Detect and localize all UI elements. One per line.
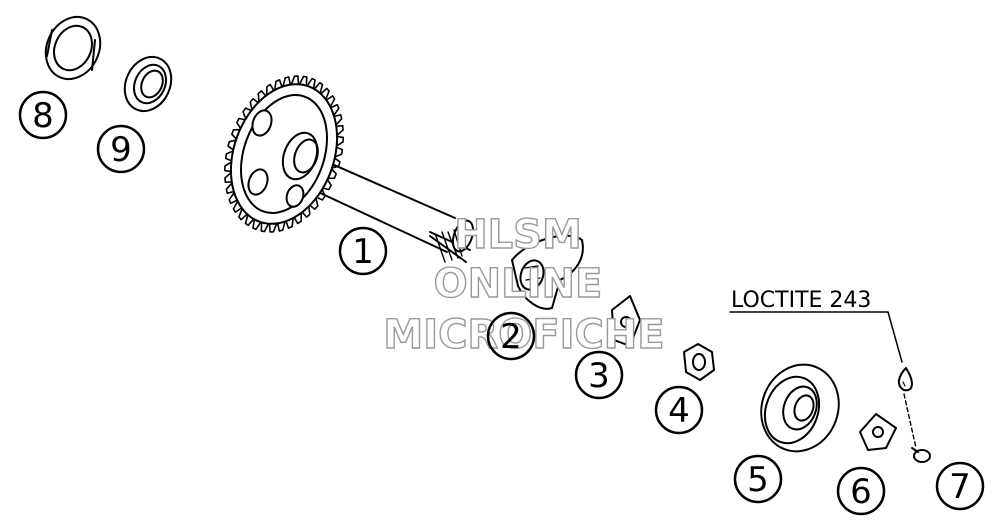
gear-tooth xyxy=(315,188,326,201)
gear-tooth xyxy=(290,75,300,86)
gear-tooth xyxy=(252,218,262,231)
gear-tooth xyxy=(298,75,308,87)
gear-tooth xyxy=(327,168,337,180)
part-callouts: 1 2 3 4 5 6 7 8 xyxy=(18,90,985,516)
part-callout-2: 2 xyxy=(486,311,536,361)
gear-tooth xyxy=(227,139,237,151)
gear-tooth xyxy=(320,87,330,101)
watermark-line3: MICROFICHE xyxy=(383,312,664,358)
gear-tooth xyxy=(225,182,235,195)
callout-leader xyxy=(729,311,903,363)
hex-nut-drawing xyxy=(683,343,715,381)
part-number-4: 4 xyxy=(668,391,690,431)
screw-drawing xyxy=(903,393,931,463)
part-number-5: 5 xyxy=(747,460,769,500)
watermark-line1: HLSM xyxy=(454,212,582,258)
part-callout-8: 8 xyxy=(18,90,68,140)
shaft-seal-ring-drawing xyxy=(123,55,173,113)
gear-tooth xyxy=(242,107,253,120)
balancer-shaft-drawing xyxy=(223,75,475,263)
gear-tooth xyxy=(334,146,344,158)
gear-tooth xyxy=(276,220,286,232)
part-callout-7: 7 xyxy=(935,461,985,511)
gear-tooth xyxy=(335,124,344,137)
gear-tooth xyxy=(228,191,238,205)
lock-washer-drawing xyxy=(611,295,641,347)
part-callout-4: 4 xyxy=(654,385,704,435)
watermark-line2: ONLINE xyxy=(434,261,603,307)
part-callout-1: 1 xyxy=(338,226,388,276)
retaining-plate-drawing xyxy=(859,413,897,451)
part-callout-3: 3 xyxy=(574,350,624,400)
gear-tooth xyxy=(236,117,246,130)
watermark: HLSM ONLINE MICROFICHE xyxy=(383,211,666,358)
loctite-drop-drawing xyxy=(898,367,913,392)
gear-tooth xyxy=(309,197,319,211)
balancer-weight-drawing xyxy=(511,234,584,310)
part-number-9: 9 xyxy=(110,130,132,170)
part-callout-9: 9 xyxy=(96,124,146,174)
gear-tooth xyxy=(224,150,234,162)
part-number-2: 2 xyxy=(500,317,522,357)
gear-tooth xyxy=(325,95,336,108)
ball-bearing-drawing xyxy=(760,363,840,453)
part-number-1: 1 xyxy=(352,232,374,272)
gear-tooth xyxy=(265,83,275,96)
gear-tooth xyxy=(306,77,316,90)
gear-tooth xyxy=(231,128,241,140)
bearing-ring-drawing xyxy=(44,15,102,81)
gear-tooth xyxy=(273,79,283,91)
gear-tooth xyxy=(232,200,243,213)
gear-tooth xyxy=(333,113,343,126)
gear-tooth xyxy=(301,205,311,218)
gear-tooth xyxy=(249,97,259,111)
gear-tooth xyxy=(322,178,332,191)
part-number-6: 6 xyxy=(850,472,872,512)
gear-tooth xyxy=(285,217,295,229)
gear-tooth xyxy=(335,135,345,147)
part-callout-6: 6 xyxy=(836,466,886,516)
gear-tooth xyxy=(331,157,341,169)
gear-tooth xyxy=(223,161,233,173)
gear-tooth xyxy=(282,76,292,88)
gear-tooth xyxy=(257,90,267,103)
gear-tooth xyxy=(224,171,233,184)
part-number-7: 7 xyxy=(949,467,971,507)
part-number-8: 8 xyxy=(32,96,54,136)
gear-tooth xyxy=(238,207,248,221)
gear-tooth xyxy=(260,221,270,233)
part-callout-5: 5 xyxy=(733,454,783,504)
gear-tooth xyxy=(268,222,278,233)
loctite-callout: LOCTITE 243 xyxy=(731,288,871,313)
gear-tooth xyxy=(330,103,340,117)
gear-tooth xyxy=(293,212,303,225)
part-number-3: 3 xyxy=(588,356,610,396)
gear-tooth xyxy=(244,213,255,227)
gear-tooth xyxy=(313,81,324,95)
